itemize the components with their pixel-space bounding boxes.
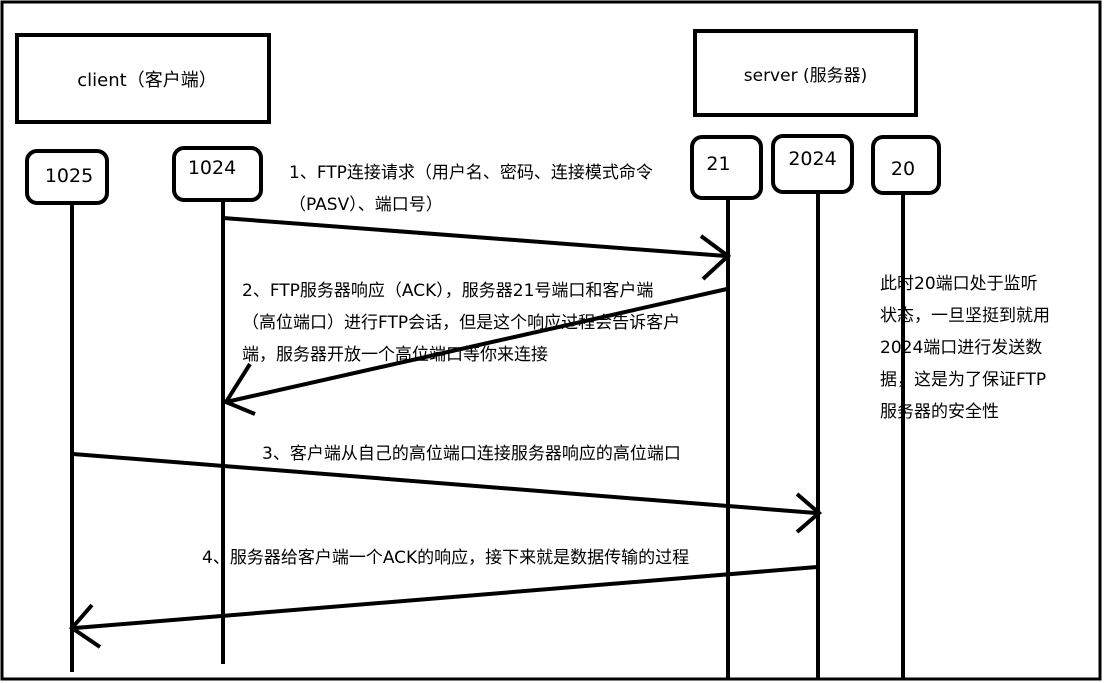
port-label-1024: 1024 (187, 157, 237, 179)
note-line-3: 2024端口进行发送数 (880, 338, 1043, 358)
arrow-4-head (69, 603, 102, 649)
port-box-21 (690, 135, 763, 200)
message-1-line-1: 1、FTP连接请求（用户名、密码、连接模式命令 (289, 163, 653, 183)
port-label-2024: 2024 (788, 148, 837, 170)
port-box-1024 (172, 146, 263, 202)
port-label-20: 20 (890, 158, 916, 180)
port-label-21: 21 (706, 153, 731, 175)
arrow-3-head (795, 492, 823, 534)
message-2-line-2: （高位端口）进行FTP会话，但是这个响应过程会告诉客户 (242, 313, 681, 333)
note-line-5: 服务器的安全性 (880, 402, 999, 422)
note-line-2: 状态，一旦坚挺到就用 (880, 306, 1050, 326)
note-line-1: 此时20端口处于监听 (880, 274, 1038, 294)
arrow-1-head (699, 234, 732, 281)
port-box-2024 (771, 134, 854, 194)
port-20-note: 此时20端口处于监听 状态，一旦坚挺到就用 2024端口进行发送数 据，这是为了… (880, 268, 1080, 428)
port-label-1025: 1025 (44, 165, 94, 187)
note-line-4: 据，这是为了保证FTP (880, 370, 1047, 390)
message-2-line-1: 2、FTP服务器响应（ACK），服务器21号端口和客户端 (242, 281, 654, 301)
port-box-20 (871, 135, 941, 195)
port-box-1025 (25, 149, 109, 205)
message-2-line-3: 端，服务器开放一个高位端口等你来连接 (242, 345, 548, 365)
arrow-3-line (72, 452, 817, 515)
arrow-4-line (74, 565, 818, 630)
arrow-2-head (223, 362, 256, 416)
arrow-2-line (225, 287, 728, 404)
message-3: 3、客户端从自己的高位端口连接服务器响应的高位端口 (262, 444, 681, 464)
arrow-1-line (222, 216, 727, 258)
client-label: client（客户端） (77, 70, 217, 91)
server-label: server (服务器) (743, 66, 868, 86)
message-4: 4、服务器给客户端一个ACK的响应，接下来就是数据传输的过程 (202, 548, 690, 568)
server-box (693, 29, 918, 117)
client-box (15, 33, 271, 124)
message-1-line-2: （PASV）、端口号） (289, 195, 443, 215)
